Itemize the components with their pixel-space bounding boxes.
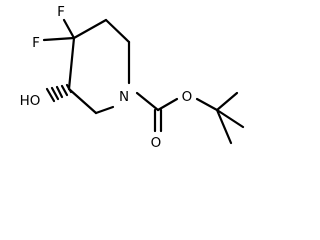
carbamate-group bbox=[135, 91, 245, 145]
bond-tbu-methyl-1 bbox=[215, 91, 239, 112]
structure-canvas: F F HO N O O bbox=[19, 4, 245, 151]
bond-n-c2 bbox=[94, 105, 115, 115]
nitrogen-label: N bbox=[119, 89, 129, 105]
molecule-diagram: F F HO N O O bbox=[20, 4, 245, 151]
carbonyl-oxygen-label: O bbox=[151, 135, 162, 151]
bond-c5-c6 bbox=[104, 18, 131, 44]
bond-tbu-methyl-3 bbox=[215, 108, 233, 145]
bond-tbu-methyl-2 bbox=[215, 108, 245, 129]
bond-c4-f1 bbox=[62, 18, 76, 40]
ester-oxygen-label: O bbox=[182, 89, 193, 105]
hydroxyl-label: HO bbox=[20, 93, 41, 109]
bond-c3-c4 bbox=[67, 36, 76, 91]
fluorine-label-2: F bbox=[32, 35, 40, 51]
bond-o-tbu bbox=[195, 97, 219, 112]
bond-c4-c5 bbox=[72, 18, 108, 40]
difluoro-group bbox=[42, 18, 76, 42]
fluorine-label-1: F bbox=[57, 4, 65, 20]
bond-c4-f2 bbox=[42, 36, 76, 42]
bond-n-carbonyl-c bbox=[135, 91, 160, 112]
bond-c-o-ester bbox=[156, 97, 179, 112]
bond-c2-c3 bbox=[67, 87, 98, 115]
piperidine-ring bbox=[67, 18, 131, 115]
hydroxyl-hashed-wedge bbox=[45, 83, 73, 103]
